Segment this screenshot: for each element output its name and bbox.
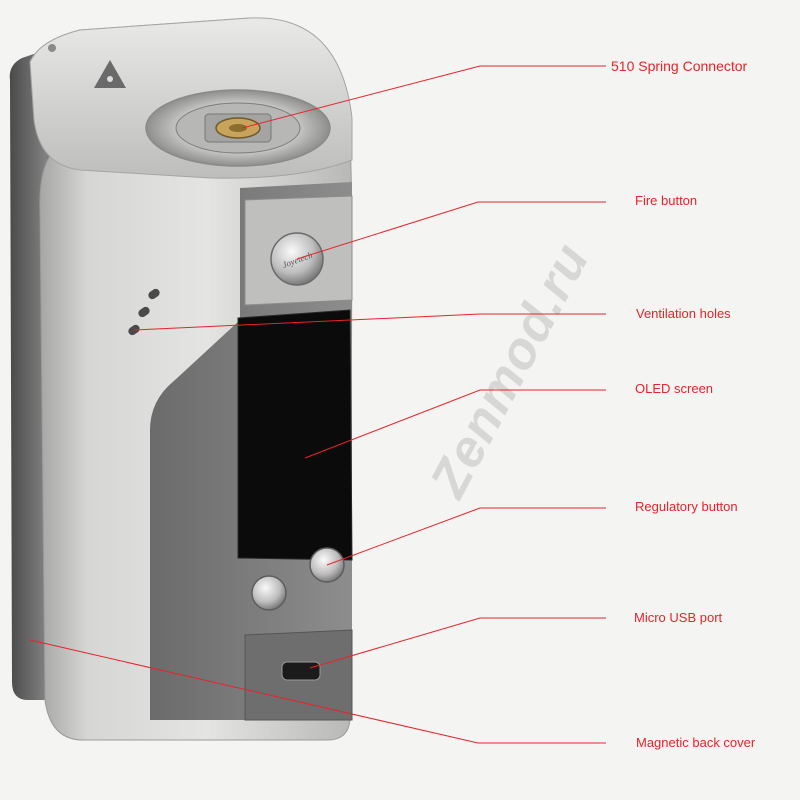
callout-line-oled-screen bbox=[304, 389, 606, 459]
label-micro-usb-port: Micro USB port bbox=[634, 610, 723, 625]
callout-line-micro-usb-port bbox=[309, 617, 606, 669]
vent-hole bbox=[138, 306, 150, 318]
label-regulatory-button: Regulatory button bbox=[635, 499, 738, 514]
callout-line-ventilation-holes bbox=[133, 313, 606, 331]
label-fire-button: Fire button bbox=[635, 193, 698, 208]
callout-line-magnetic-back-cover bbox=[29, 639, 606, 744]
vent-hole bbox=[148, 288, 160, 300]
label-ventilation-holes: Ventilation holes bbox=[636, 306, 731, 321]
brand-logo-dot bbox=[107, 76, 113, 82]
callout-line-fire-button bbox=[296, 201, 606, 260]
callout-line-regulatory-button bbox=[326, 507, 606, 566]
regulatory-button-left[interactable] bbox=[251, 575, 287, 611]
connector-pin bbox=[229, 124, 247, 132]
oled-screen bbox=[237, 309, 353, 561]
callout-lines bbox=[29, 65, 606, 744]
label-oled-screen: OLED screen bbox=[635, 381, 714, 396]
label-spring-connector: 510 Spring Connector bbox=[611, 58, 748, 74]
label-magnetic-back-cover: Magnetic back cover bbox=[636, 735, 756, 750]
callout-line-spring-connector bbox=[241, 65, 606, 129]
brand-logo-icon bbox=[94, 60, 126, 88]
micro-usb-port[interactable] bbox=[281, 661, 321, 681]
vent-screw-icon bbox=[48, 44, 56, 52]
